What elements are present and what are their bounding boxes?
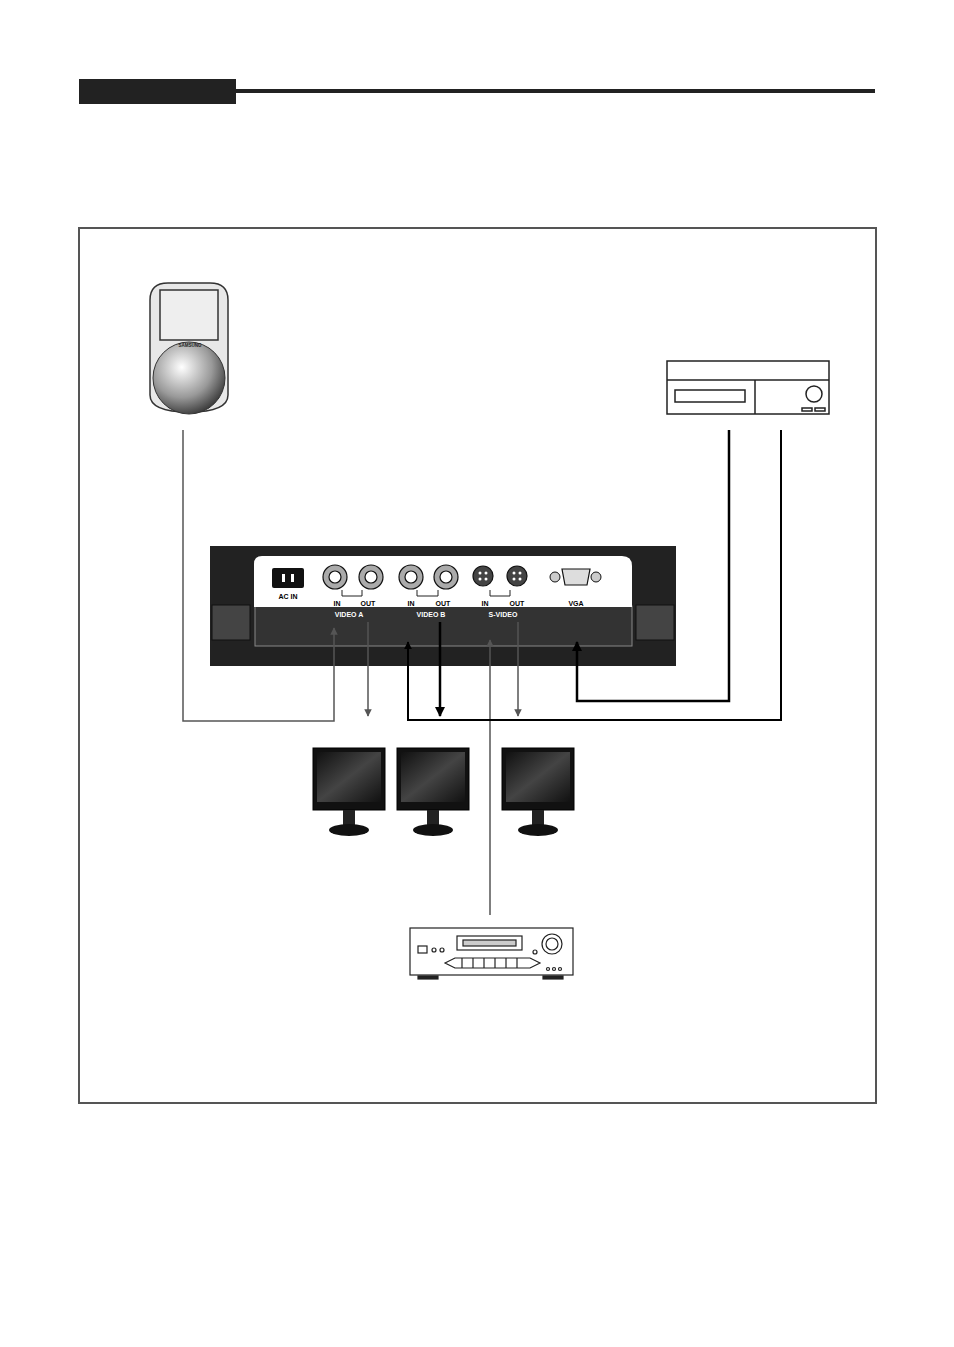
cables — [183, 430, 781, 915]
port-label: VIDEO A — [335, 611, 364, 618]
port-label: IN — [482, 600, 489, 607]
monitor — [313, 748, 385, 836]
port-label: OUT — [361, 600, 376, 607]
port-label: IN — [334, 600, 341, 607]
receiver — [410, 928, 573, 979]
dome-camera — [150, 283, 228, 414]
port-label: OUT — [436, 600, 451, 607]
port-label: VGA — [568, 600, 583, 607]
rear-panel — [210, 546, 676, 666]
port-label: OUT — [510, 600, 525, 607]
monitor — [502, 748, 574, 836]
brand-mark: SAMSUNG — [178, 344, 201, 349]
port-label: VIDEO B — [417, 611, 446, 618]
port-label: IN — [408, 600, 415, 607]
vcr — [667, 361, 829, 414]
port-label: S-VIDEO — [489, 611, 518, 618]
monitor — [397, 748, 469, 836]
port-label: AC IN — [278, 593, 297, 600]
monitors — [313, 748, 574, 836]
